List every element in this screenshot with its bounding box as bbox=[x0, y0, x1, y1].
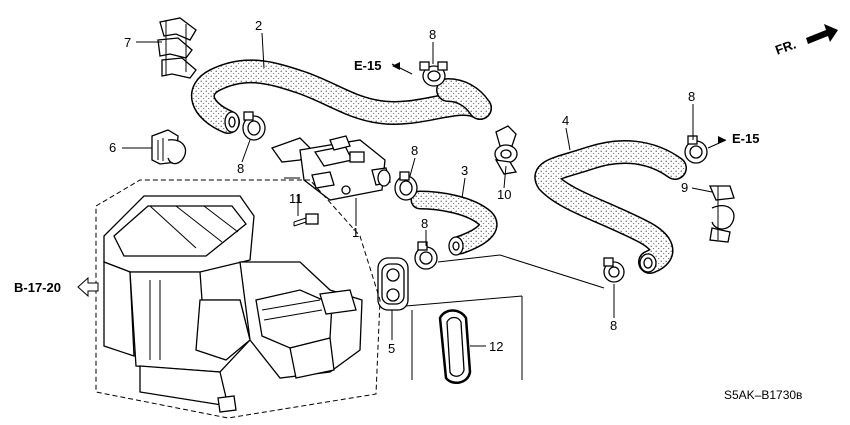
arrow-right-icon bbox=[718, 136, 726, 144]
callout-10: 10 bbox=[497, 187, 511, 202]
hose-clamp-8-right bbox=[684, 135, 708, 164]
callout-8-right: 8 bbox=[688, 89, 695, 104]
hose-clip-6 bbox=[151, 129, 187, 165]
ref-e15-right[interactable]: E-15 bbox=[732, 131, 759, 146]
hose-clip-7 bbox=[157, 17, 197, 79]
front-arrow-icon bbox=[806, 24, 838, 44]
diagram-code: S5AK–B1730в bbox=[724, 388, 802, 402]
leader-lines bbox=[122, 32, 727, 380]
callout-5: 5 bbox=[388, 341, 395, 356]
hose-clamp-10 bbox=[494, 125, 518, 175]
heater-unit bbox=[95, 179, 381, 419]
hose-clamp-8-left bbox=[242, 111, 266, 141]
hose-clamp-8-valve bbox=[394, 171, 418, 201]
outline-arrow-left-icon bbox=[77, 276, 99, 298]
callout-8-lower: 8 bbox=[610, 318, 617, 333]
hose-clamp-8-top bbox=[419, 61, 448, 87]
hose-clamp-8-lower bbox=[603, 257, 625, 283]
seal-12 bbox=[438, 309, 472, 385]
hose-clamp-8-mid bbox=[414, 241, 438, 270]
fr-label: FR. bbox=[773, 36, 798, 57]
ref-e15-left[interactable]: E-15 bbox=[354, 58, 381, 73]
hose-clip-9 bbox=[709, 185, 735, 243]
callout-8-top: 8 bbox=[429, 27, 436, 42]
callout-7: 7 bbox=[124, 35, 131, 50]
callout-4: 4 bbox=[562, 113, 569, 128]
water-hose-right bbox=[534, 140, 687, 274]
water-hose-upper bbox=[190, 59, 492, 134]
callout-1: 1 bbox=[352, 225, 359, 240]
water-valve bbox=[270, 135, 391, 201]
callout-8-mid: 8 bbox=[421, 216, 428, 231]
callout-3: 3 bbox=[461, 163, 468, 178]
front-direction-indicator: FR. bbox=[773, 24, 838, 58]
water-hose-middle bbox=[410, 190, 498, 256]
callout-11: 11 bbox=[289, 191, 303, 206]
callout-8-left: 8 bbox=[237, 161, 244, 176]
callout-6: 6 bbox=[109, 140, 116, 155]
arrow-left-icon bbox=[392, 62, 400, 70]
bolt-11 bbox=[293, 213, 319, 227]
callout-2: 2 bbox=[255, 18, 262, 33]
grommet-5 bbox=[377, 257, 409, 311]
callout-9: 9 bbox=[681, 180, 688, 195]
ref-b1720[interactable]: B-17-20 bbox=[14, 280, 61, 295]
callout-8-valve: 8 bbox=[411, 143, 418, 158]
callout-12: 12 bbox=[489, 339, 503, 354]
